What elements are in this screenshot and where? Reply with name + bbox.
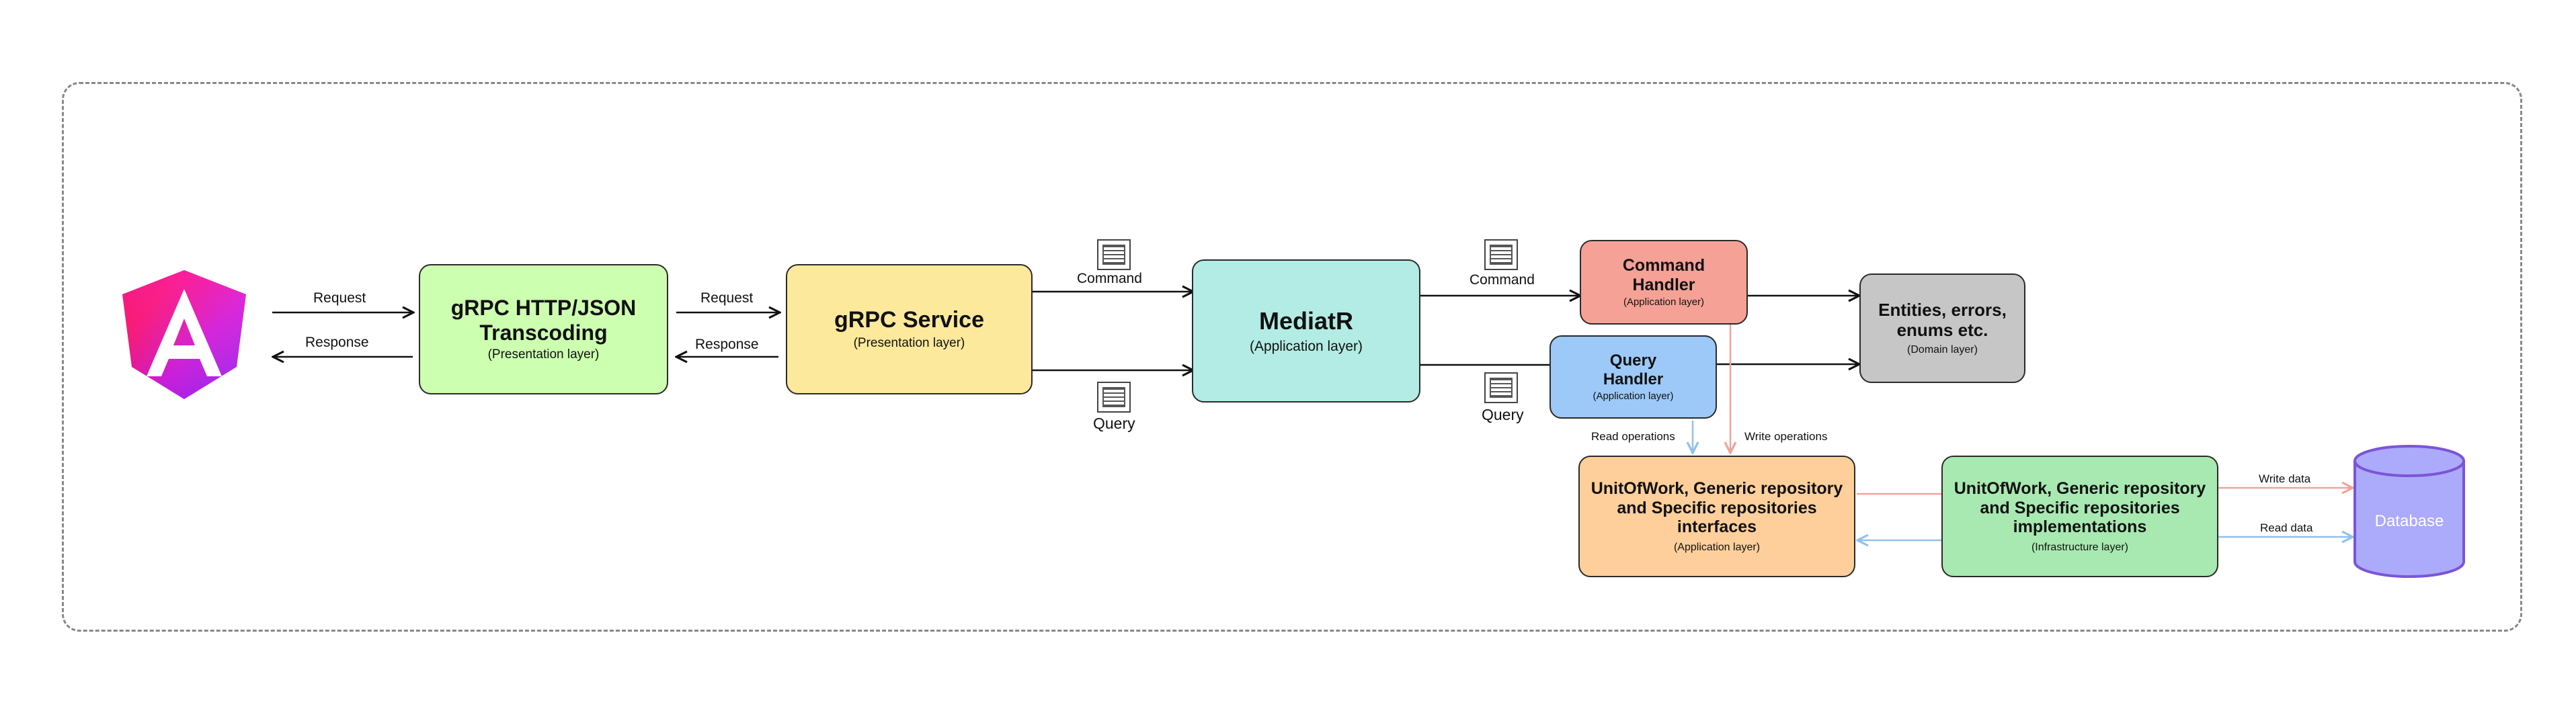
- node-mediatr: MediatR (Application layer): [1192, 259, 1420, 403]
- node-subtitle: (Infrastructure layer): [2031, 542, 2129, 554]
- label-read-data: Read data: [2260, 521, 2313, 534]
- node-subtitle: (Application layer): [1673, 542, 1761, 554]
- label-query-1: Query: [1093, 415, 1135, 432]
- label-command-2: Command: [1470, 272, 1535, 288]
- label-query-2: Query: [1482, 406, 1524, 423]
- node-subtitle: (Presentation layer): [487, 347, 600, 362]
- node-title: Query Handler: [1603, 351, 1664, 388]
- node-query-handler: Query Handler (Application layer): [1549, 335, 1717, 419]
- label-read-operations: Read operations: [1591, 430, 1675, 443]
- node-title: UnitOfWork, Generic repository and Speci…: [1954, 478, 2206, 537]
- node-title: Command Handler: [1622, 256, 1705, 294]
- node-title: gRPC Service: [834, 307, 984, 333]
- node-command-handler: Command Handler (Application layer): [1580, 240, 1748, 325]
- node-grpc-transcoding: gRPC HTTP/JSON Transcoding (Presentation…: [419, 264, 668, 394]
- node-subtitle: (Application layer): [1249, 338, 1363, 354]
- node-title: UnitOfWork, Generic repository and Speci…: [1591, 478, 1843, 537]
- angular-logo-icon: [122, 270, 246, 399]
- node-subtitle: (Application layer): [1623, 296, 1705, 308]
- query-document-icon: [1097, 382, 1131, 413]
- command-document-icon: [1097, 239, 1131, 270]
- node-title: gRPC HTTP/JSON Transcoding: [450, 295, 637, 345]
- database-cylinder-icon: [2353, 445, 2465, 578]
- node-entities: Entities, errors, enums etc. (Domain lay…: [1859, 273, 2025, 383]
- query-document-icon: [1484, 372, 1518, 403]
- label-command-1: Command: [1077, 271, 1142, 286]
- label-write-data: Write data: [2259, 472, 2311, 485]
- label-request-1: Request: [313, 290, 366, 306]
- node-database: Database: [2353, 445, 2466, 579]
- label-response-2: Response: [695, 337, 759, 352]
- node-subtitle: (Application layer): [1593, 390, 1674, 402]
- node-subtitle: (Presentation layer): [853, 336, 965, 351]
- node-title: Entities, errors, enums etc.: [1878, 300, 2007, 340]
- label-write-operations: Write operations: [1744, 430, 1828, 443]
- node-uow-interfaces: UnitOfWork, Generic repository and Speci…: [1578, 456, 1855, 577]
- node-subtitle: (Domain layer): [1907, 343, 1978, 355]
- label-response-1: Response: [305, 335, 369, 350]
- command-document-icon: [1484, 239, 1518, 270]
- database-label: Database: [2374, 512, 2444, 530]
- node-grpc-service: gRPC Service (Presentation layer): [786, 264, 1033, 394]
- node-title: MediatR: [1258, 307, 1353, 335]
- boundary-frame: [62, 82, 2522, 632]
- label-request-2: Request: [700, 290, 754, 306]
- node-uow-implementations: UnitOfWork, Generic repository and Speci…: [1941, 456, 2218, 577]
